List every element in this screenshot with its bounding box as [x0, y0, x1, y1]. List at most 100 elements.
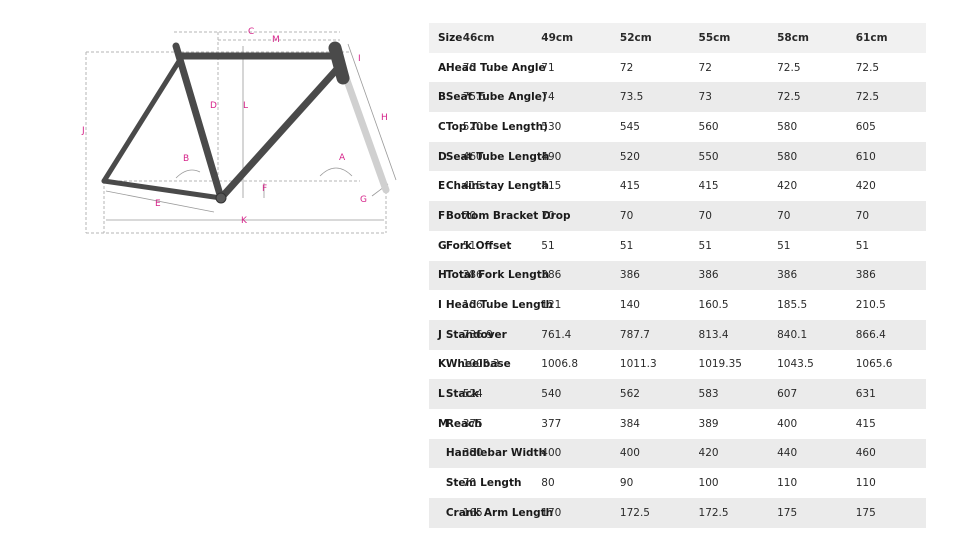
row-value: 70 — [619, 209, 634, 222]
row-value: 172.5 — [698, 506, 729, 519]
label-B: B — [183, 154, 189, 164]
row-value: 813.4 — [698, 328, 729, 341]
row-label: Crank Arm Length — [445, 506, 554, 519]
row-value: 415 — [462, 180, 483, 193]
row-value: 415 — [698, 180, 719, 193]
row-value: 631 — [855, 388, 876, 401]
row-value: 70 — [541, 209, 555, 222]
row-value: 1011.3 — [619, 358, 657, 371]
row-value: 420 — [698, 447, 719, 460]
row-value: 550 — [698, 150, 719, 163]
label-E: E — [155, 199, 161, 209]
row-label: Seat Tube Length — [445, 150, 550, 163]
label-A: A — [339, 153, 346, 163]
size-header: Size — [438, 31, 463, 44]
row-label: Chainstay Length — [445, 180, 550, 193]
row-letter: C — [438, 120, 446, 133]
row-letter: I — [438, 299, 442, 312]
row-letter: E — [438, 180, 446, 193]
row-value: 386 — [619, 269, 640, 282]
row-letter: J — [438, 328, 442, 341]
label-I: I — [358, 54, 361, 64]
row-value: 51 — [462, 239, 477, 252]
label-D: D — [210, 101, 217, 111]
row-label: Standover — [445, 328, 507, 341]
row-value: 140 — [619, 299, 640, 312]
fork — [340, 68, 390, 194]
row-value: 605 — [855, 120, 876, 133]
size-column-header: 52cm — [619, 31, 652, 44]
row-label: Total Fork Length — [445, 269, 550, 282]
label-C: C — [248, 27, 254, 37]
row-value: 73 — [698, 91, 712, 104]
label-G: G — [360, 195, 367, 205]
row-value: 386 — [855, 269, 876, 282]
row-value: 72.5 — [777, 61, 801, 74]
size-column-header: 61cm — [855, 31, 888, 44]
row-value: 74 — [541, 91, 555, 104]
row-value: 175 — [855, 506, 876, 519]
row-value: 75.5 — [462, 91, 487, 104]
row-value: 400 — [619, 447, 640, 460]
row-value: 70 — [777, 209, 791, 222]
row-value: 736.9 — [462, 328, 493, 341]
row-value: 607 — [777, 388, 798, 401]
row-label: Bottom Bracket Drop — [445, 209, 571, 222]
row-label: Fork Offset — [445, 239, 512, 252]
row-value: 170 — [541, 506, 562, 519]
row-value: 415 — [619, 180, 640, 193]
row-value: 185.5 — [777, 299, 808, 312]
row-value: 460 — [855, 447, 876, 460]
row-value: 580 — [777, 120, 798, 133]
row-value: 389 — [698, 417, 719, 430]
row-value: 386 — [541, 269, 562, 282]
row-value: 51 — [855, 239, 870, 252]
row-letter: A — [438, 61, 447, 74]
row-letter: G — [438, 239, 447, 252]
row-value: 530 — [541, 120, 562, 133]
row-value: 384 — [619, 417, 640, 430]
dimension-lines — [105, 43, 397, 221]
row-letter — [429, 468, 446, 498]
row-value: 787.7 — [619, 328, 650, 341]
row-value: 580 — [777, 150, 798, 163]
row-value: 377 — [541, 417, 562, 430]
row-letter: K — [438, 358, 447, 371]
row-value: 400 — [541, 447, 562, 460]
row-value: 1006.8 — [541, 358, 579, 371]
row-value: 90 — [619, 477, 634, 490]
bottom-bracket — [215, 192, 227, 204]
row-value: 72.5 — [855, 61, 880, 74]
row-value: 51 — [777, 239, 791, 252]
row-value: 610 — [855, 150, 876, 163]
row-label: Reach — [445, 417, 482, 430]
row-label: Seat Tube Angle) — [445, 91, 547, 104]
row-value: 71 — [541, 61, 555, 74]
row-value: 420 — [855, 180, 876, 193]
row-value: 524 — [462, 388, 483, 401]
row-value: 70 — [462, 61, 477, 74]
row-value: 420 — [777, 180, 798, 193]
row-value: 520 — [462, 120, 483, 133]
row-value: 583 — [698, 388, 719, 401]
row-value: 460 — [462, 150, 483, 163]
row-value: 440 — [777, 447, 798, 460]
row-label: Head Tube Length — [445, 299, 554, 312]
row-value: 72.5 — [855, 91, 880, 104]
